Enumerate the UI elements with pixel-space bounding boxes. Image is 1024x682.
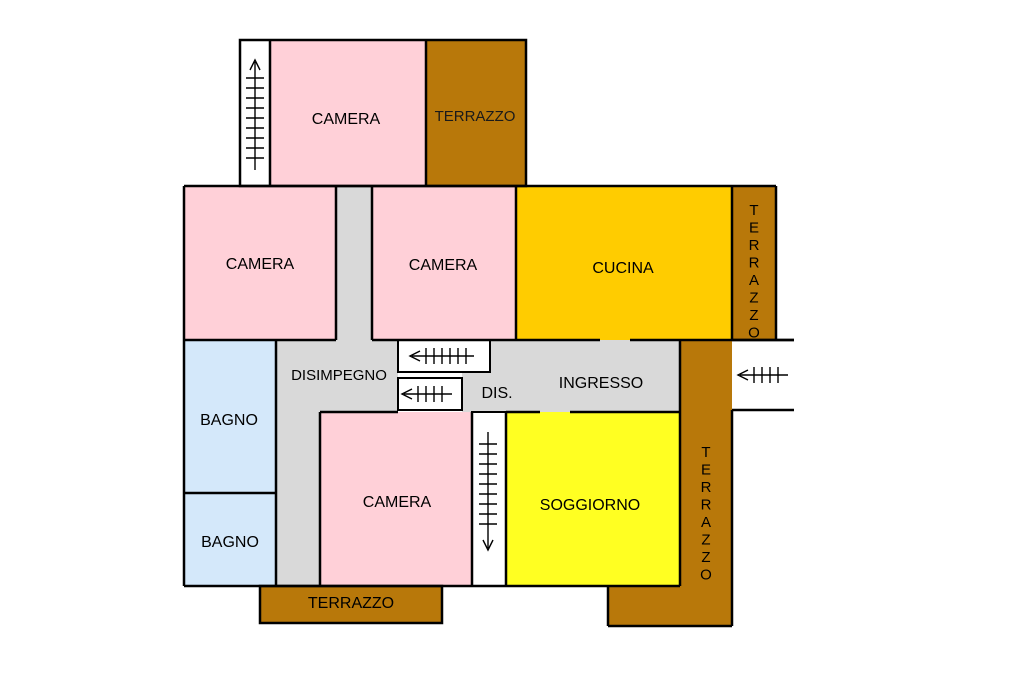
vertical-label-char: Z	[701, 549, 710, 566]
room-terrazzo-right-bottom-ext	[608, 586, 732, 626]
room-terrazzo-right-top[interactable]	[732, 186, 776, 340]
vertical-label-char: Z	[701, 531, 710, 548]
room-bagno-lower[interactable]	[184, 493, 276, 586]
room-terrazzo-right-bottom[interactable]	[680, 340, 732, 586]
walls	[182, 38, 794, 628]
vertical-label-char: R	[749, 254, 760, 271]
stair-upper-arrow-icon	[408, 348, 474, 364]
stair-entrance-arrow-icon	[736, 367, 788, 383]
corridor-areas	[276, 186, 680, 586]
vertical-label-char: R	[749, 237, 760, 254]
stair-vertical-center	[471, 411, 507, 587]
room-camera-bottom[interactable]	[320, 412, 472, 586]
label-terrazzo-bottom: TERRAZZO	[308, 595, 394, 612]
label-ingresso: INGRESSO	[559, 375, 643, 392]
label-cucina: CUCINA	[592, 260, 654, 277]
label-dis: DIS.	[481, 385, 512, 402]
label-camera-bottom: CAMERA	[363, 494, 432, 511]
vertical-label-char: O	[700, 566, 712, 583]
label-camera-left: CAMERA	[226, 256, 295, 273]
room-bagno-upper[interactable]	[184, 340, 276, 493]
stairs	[239, 39, 794, 587]
vertical-label-char: E	[701, 461, 711, 478]
vertical-label-char: T	[749, 202, 758, 219]
label-bagno-lower: BAGNO	[201, 534, 259, 551]
stair-vertical-arrow-icon	[479, 432, 497, 552]
room-camera-mid[interactable]	[372, 186, 516, 340]
vertical-label-char: O	[748, 324, 760, 341]
room-fills	[184, 40, 776, 626]
stair-top-left-arrow-icon	[246, 58, 264, 170]
room-camera-top[interactable]	[270, 40, 426, 186]
room-terrazzo-top[interactable]	[426, 40, 526, 186]
label-bagno-upper: BAGNO	[200, 412, 258, 429]
corridor-vertical-upper	[336, 186, 372, 340]
label-soggiorno: SOGGIORNO	[540, 497, 640, 514]
vertical-label-char: R	[701, 496, 712, 513]
label-terrazzo-top: TERRAZZO	[435, 108, 516, 125]
corridor-ingresso	[490, 340, 680, 412]
room-soggiorno[interactable]	[506, 412, 680, 586]
room-cucina[interactable]	[516, 186, 732, 340]
vertical-label-char: Z	[749, 289, 758, 306]
vertical-label-char: Z	[749, 307, 758, 324]
corridor-disimpegno	[276, 340, 398, 412]
vertical-label-char: R	[701, 479, 712, 496]
room-camera-left[interactable]	[184, 186, 336, 340]
vertical-label-char: E	[749, 219, 759, 236]
stair-lower-arrow-icon	[400, 386, 452, 402]
label-disimpegno: DISIMPEGNO	[291, 367, 387, 384]
label-camera-top: CAMERA	[312, 111, 381, 128]
label-camera-mid: CAMERA	[409, 257, 478, 274]
vertical-label-char: A	[701, 514, 711, 531]
room-labels: CAMERA TERRAZZO CAMERA CAMERA CUCINA DIS…	[200, 108, 654, 612]
room-terrazzo-bottom[interactable]	[260, 586, 442, 623]
vertical-label-char: T	[701, 444, 710, 461]
corridor-vertical-lower	[276, 412, 320, 586]
vertical-label-char: A	[749, 272, 759, 289]
